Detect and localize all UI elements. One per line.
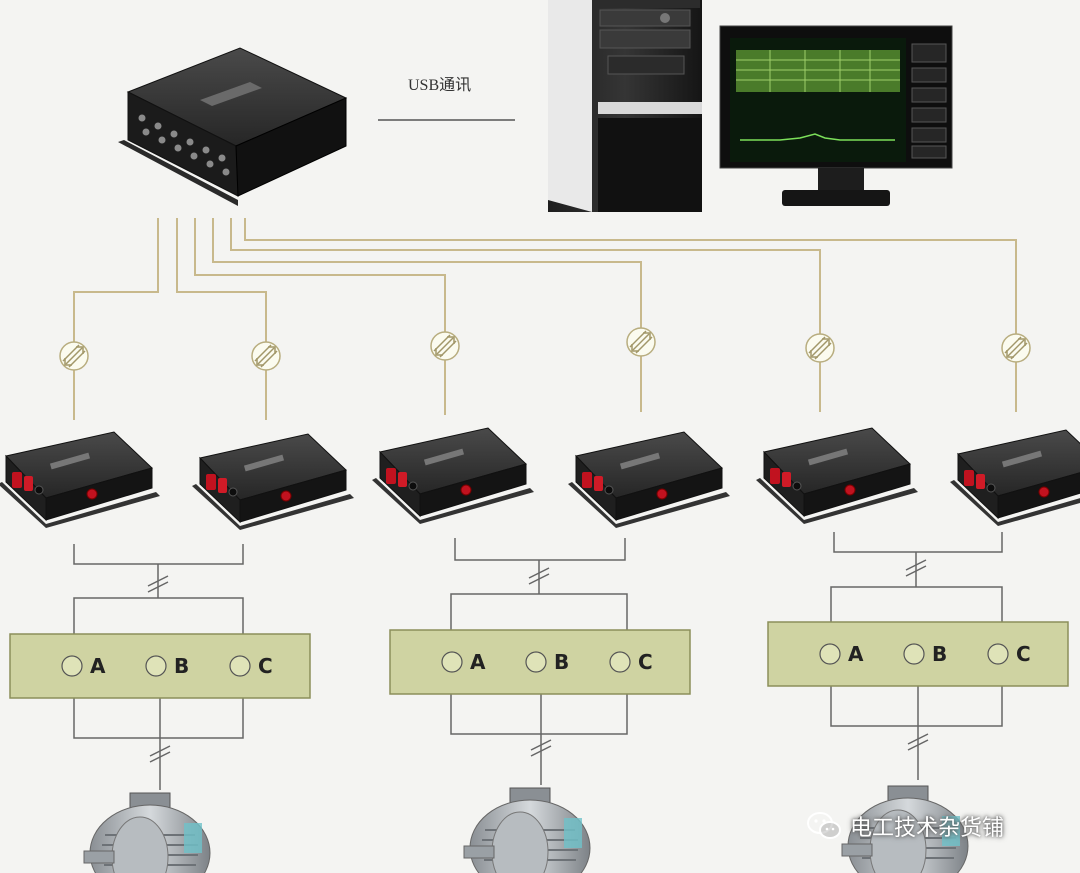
- current-sensors: [59, 327, 1031, 371]
- phase-label-b: B: [554, 650, 569, 674]
- phase-label-b: B: [174, 654, 189, 678]
- phase-label-c: C: [258, 654, 273, 678]
- phase-label-a: A: [470, 650, 486, 674]
- phase-label-c: C: [1016, 642, 1031, 666]
- monitor: [719, 25, 953, 206]
- usb-link-label: USB通讯: [408, 76, 471, 94]
- watermark-text: 电工技术杂货铺: [850, 816, 1005, 841]
- phase-panel-2: A B C: [389, 629, 691, 695]
- wiring-group-3: [830, 532, 1003, 780]
- wiring-group-1: [73, 544, 244, 790]
- pc-tower: [548, 0, 702, 212]
- wiring-group-2: [450, 538, 628, 785]
- data-acquisition-unit: [118, 47, 348, 206]
- phase-label-c: C: [638, 650, 653, 674]
- phase-label-b: B: [932, 642, 947, 666]
- phase-label-a: A: [90, 654, 106, 678]
- watermark: 电工技术杂货铺: [806, 808, 1004, 844]
- phase-panel-1: A B C: [9, 633, 311, 699]
- usb-link: USB通讯: [378, 76, 515, 121]
- power-analyzers: [0, 427, 1080, 531]
- wechat-icon: [807, 812, 841, 839]
- phase-panel-3: A B C: [767, 621, 1069, 687]
- phase-label-a: A: [848, 642, 864, 666]
- signal-bus-lines: [73, 218, 1017, 420]
